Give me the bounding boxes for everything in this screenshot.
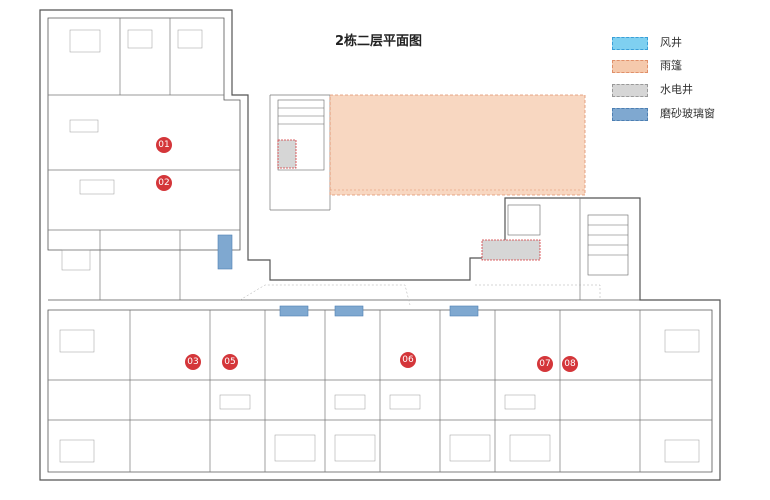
furniture: [59, 29, 700, 463]
room-partitions: [48, 18, 712, 472]
frosted-glass-windows: [217, 234, 479, 317]
utility-shafts: [277, 139, 541, 261]
legend-swatch-air-shaft: [612, 37, 648, 50]
frosted-window: [449, 305, 479, 317]
building-outline: [39, 9, 721, 481]
legend-label-electrical-shaft: 水电井: [660, 83, 693, 96]
plan-title: 2栋二层平面图: [335, 34, 423, 49]
legend-swatch-canopy: [612, 60, 648, 73]
unit-marker-06: 06: [400, 352, 416, 368]
legend-item-electrical-shaft: 水电井: [612, 81, 762, 101]
frosted-window: [217, 234, 233, 270]
frosted-window: [334, 305, 364, 317]
corridor-outline: [239, 284, 601, 306]
frosted-window: [279, 305, 309, 317]
unit-marker-03: 03: [185, 354, 201, 370]
unit-marker-05: 05: [222, 354, 238, 370]
legend-label-air-shaft: 风井: [660, 36, 682, 49]
legend-swatch-frosted-glass: [612, 108, 648, 121]
unit-marker-02: 02: [156, 175, 172, 191]
unit-marker-08: 08: [562, 356, 578, 372]
legend-label-canopy: 雨篷: [660, 59, 682, 72]
legend-swatch-electrical-shaft: [612, 84, 648, 97]
legend-label-frosted-glass: 磨砂玻璃窗: [660, 107, 715, 120]
legend-item-canopy: 雨篷: [612, 57, 762, 77]
unit-marker-07: 07: [537, 356, 553, 372]
stair-core: [277, 99, 629, 276]
electrical-shaft: [277, 139, 297, 169]
legend-item-air-shaft: 风井: [612, 34, 762, 54]
unit-marker-01: 01: [156, 137, 172, 153]
canopy-zone: [329, 94, 586, 196]
canopy-area: [329, 94, 586, 196]
legend-item-frosted-glass: 磨砂玻璃窗: [612, 105, 762, 125]
electrical-shaft: [481, 239, 541, 261]
